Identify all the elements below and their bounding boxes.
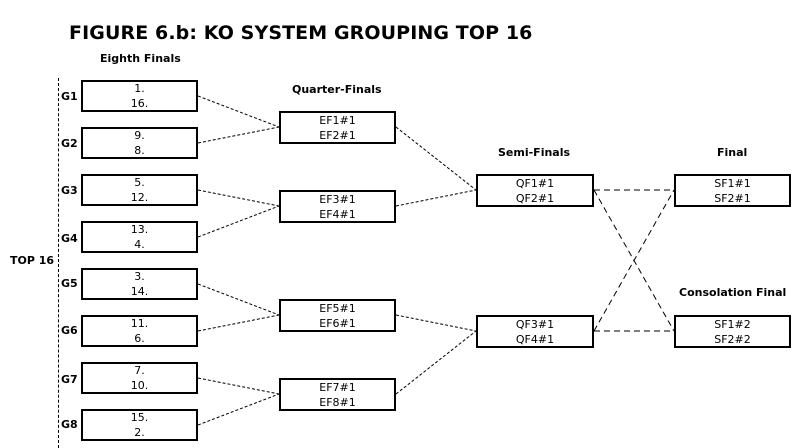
connector-qf2-sf1 (395, 189, 477, 207)
consolation-final-box: SF1#2 SF2#2 (674, 315, 791, 348)
eighth-final-box-g7: 7. 10. (81, 362, 198, 394)
seed: 13. (130, 223, 149, 236)
quarter-final-box-1: EF1#1 EF2#1 (279, 111, 396, 144)
seed: 1. (134, 82, 145, 95)
seed: 4. (134, 238, 145, 251)
connector-g1-qf1 (197, 95, 280, 128)
seed: 14. (130, 285, 149, 298)
entry: EF7#1 (319, 380, 356, 394)
entry: QF4#1 (515, 332, 555, 346)
connector-qf3-sf2 (395, 314, 477, 332)
seed: 7. (134, 364, 145, 377)
top16-bracket-line (58, 78, 59, 448)
connector-qf4-sf2 (395, 330, 477, 395)
semi-final-box-1: QF1#1 QF2#1 (476, 174, 594, 207)
connector-g4-qf2 (197, 205, 280, 238)
eighth-final-box-g3: 5. 12. (81, 174, 198, 206)
group-label-g3: G3 (61, 184, 78, 197)
connector-g3-qf2 (197, 189, 280, 207)
group-label-g7: G7 (61, 373, 78, 386)
seed: 2. (134, 426, 145, 439)
quarter-final-box-2: EF3#1 EF4#1 (279, 190, 396, 223)
entry: EF6#1 (319, 316, 356, 330)
seed: 9. (134, 129, 145, 142)
entry: EF4#1 (319, 207, 356, 221)
seed: 15. (130, 411, 149, 424)
seed: 12. (130, 191, 149, 204)
header-final: Final (717, 146, 748, 159)
entry: EF2#1 (319, 128, 356, 142)
eighth-final-box-g8: 15. 2. (81, 409, 198, 441)
entry: SF2#2 (714, 332, 751, 346)
entry: EF3#1 (319, 192, 356, 206)
entry: QF2#1 (515, 191, 555, 205)
entry: SF1#1 (714, 176, 751, 190)
header-consolation-final: Consolation Final (679, 286, 787, 299)
eighth-final-box-g2: 9. 8. (81, 127, 198, 159)
connector-qf1-sf1 (395, 126, 477, 191)
connector-g6-qf3 (197, 314, 280, 332)
final-box: SF1#1 SF2#1 (674, 174, 791, 207)
eighth-final-box-g1: 1. 16. (81, 80, 198, 112)
seed: 8. (134, 144, 145, 157)
entry: EF1#1 (319, 113, 356, 127)
group-label-g6: G6 (61, 324, 78, 337)
connector-g2-qf1 (197, 126, 280, 144)
seed: 11. (130, 317, 149, 330)
seed: 16. (130, 97, 149, 110)
entry: EF8#1 (319, 395, 356, 409)
header-eighth-finals: Eighth Finals (100, 52, 181, 65)
header-semi-finals: Semi-Finals (498, 146, 571, 159)
group-label-g1: G1 (61, 90, 78, 103)
group-label-g4: G4 (61, 232, 78, 245)
entry: EF5#1 (319, 301, 356, 315)
seed: 6. (134, 332, 145, 345)
connector-g7-qf4 (197, 377, 280, 395)
seed: 10. (130, 379, 149, 392)
group-label-g8: G8 (61, 418, 78, 431)
top16-label: TOP 16 (10, 254, 55, 267)
seed: 5. (134, 176, 145, 189)
entry: SF1#2 (714, 317, 751, 331)
quarter-final-box-3: EF5#1 EF6#1 (279, 299, 396, 332)
connector-g5-qf3 (197, 283, 280, 316)
connector-g8-qf4 (197, 393, 280, 426)
group-label-g2: G2 (61, 137, 78, 150)
entry: SF2#1 (714, 191, 751, 205)
connector-sf2-final (593, 189, 675, 332)
seed: 3. (134, 270, 145, 283)
eighth-final-box-g6: 11. 6. (81, 315, 198, 347)
eighth-final-box-g5: 3. 14. (81, 268, 198, 300)
entry: QF1#1 (515, 176, 555, 190)
figure-title: FIGURE 6.b: KO SYSTEM GROUPING TOP 16 (69, 22, 533, 44)
group-label-g5: G5 (61, 277, 78, 290)
header-quarter-finals: Quarter-Finals (292, 83, 382, 96)
eighth-final-box-g4: 13. 4. (81, 221, 198, 253)
semi-final-box-2: QF3#1 QF4#1 (476, 315, 594, 348)
quarter-final-box-4: EF7#1 EF8#1 (279, 378, 396, 411)
entry: QF3#1 (515, 317, 555, 331)
